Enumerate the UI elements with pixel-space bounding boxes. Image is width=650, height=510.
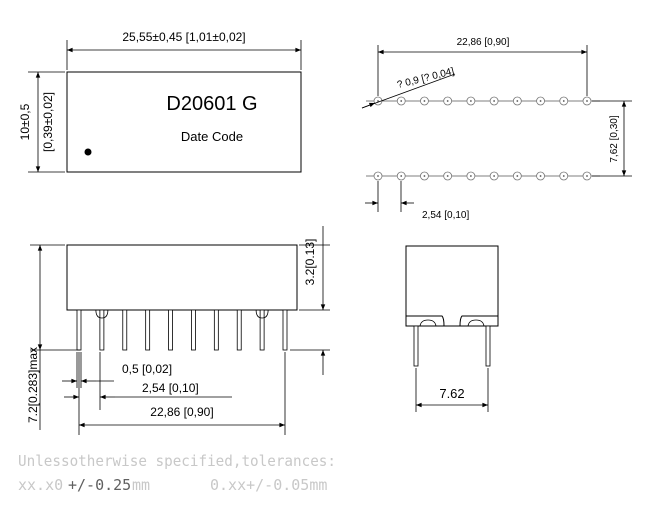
row-spacing-dimension-label: 7,62 [0,30] (609, 115, 620, 162)
side-span-label: 22,86 [0,90] (150, 405, 213, 419)
pin-hole-center (400, 175, 403, 177)
tolerance-note-line2a: xx.x0 (18, 476, 63, 494)
pitch-dimension-label: 2,54 [0,10] (422, 210, 469, 221)
side-pin (145, 309, 151, 351)
pin-hole-center (469, 175, 472, 177)
side-view: 3.2[0.13] 7.2[0.283]max 0,5 [0,02] 2,54 … (26, 226, 330, 435)
pin-width-label: 0,5 [0,02] (122, 362, 172, 376)
pin-hole-center (469, 100, 472, 102)
side-pin (213, 309, 219, 351)
side-pin-standoff (95, 309, 109, 319)
pin-hole-center (446, 100, 449, 102)
pin-hole-center (562, 175, 565, 177)
end-body-outline (405, 245, 499, 327)
component-body-outline (66, 71, 302, 173)
pin-bend-right (467, 319, 485, 327)
pin1-marker (84, 148, 92, 156)
hole-diameter-label: ? 0,9 [? 0,04] (396, 66, 456, 91)
side-body-outline (66, 244, 298, 311)
side-pin (168, 309, 173, 351)
pin-hole-center (516, 100, 519, 102)
side-pin (99, 309, 105, 351)
pin-hole-center (516, 175, 519, 177)
body-height-label: 3.2[0.13] (303, 239, 317, 286)
pin-hole-center (423, 100, 426, 102)
pin-bend-left (419, 319, 437, 327)
pin-hole-center (446, 175, 449, 177)
side-pitch-label: 2,54 [0,10] (142, 381, 199, 395)
pin-layout-view: 22,86 [0,90] ? 0,9 [? 0,04] 7,62 [0,30] … (361, 37, 632, 221)
top-view: D20601 G Date Code 25,55±0,45 [1,01±0,02… (18, 30, 302, 173)
length-dimension-label: 25,55±0,45 [1,01±0,02] (122, 30, 245, 44)
side-pin (76, 309, 82, 351)
hole-leader-line (361, 73, 456, 109)
end-row-spacing-label: 7.62 (439, 386, 464, 401)
side-pin (122, 309, 128, 351)
end-pin-left (413, 325, 419, 367)
tolerance-note-line1: Unlessotherwise specified,tolerances: (18, 452, 336, 470)
tolerance-note-line2c: mm (132, 476, 150, 494)
part-number-label: D20601 G (166, 93, 257, 115)
pin-hole-center (586, 175, 588, 177)
side-pin (259, 309, 265, 351)
pin-hole-center (586, 100, 588, 102)
end-standoff-right (459, 315, 498, 327)
side-pins (76, 309, 288, 351)
end-standoff-left (406, 315, 445, 327)
overall-height-label: 7.2[0.283]max (26, 347, 40, 423)
height-dimension-label: 10±0,5 (18, 103, 32, 140)
date-code-label: Date Code (181, 129, 243, 144)
pin-hole-center (423, 175, 426, 177)
tolerance-note: Unlessotherwise specified,tolerances: xx… (18, 452, 336, 494)
pin-hole-center (562, 100, 565, 102)
pin-hole-center (377, 175, 379, 177)
pin-hole-center (493, 100, 496, 102)
end-pin-right (485, 325, 491, 367)
tolerance-note-line2d: 0.xx+/-0.05mm (210, 476, 327, 494)
tolerance-note-line2b: +/-0.25 (68, 476, 131, 494)
side-pin (191, 309, 196, 351)
pin-hole-center (400, 100, 403, 102)
pin-hole-center (377, 100, 379, 102)
side-pin (282, 309, 288, 351)
side-pin (236, 309, 242, 351)
hole-leader-arrow (361, 102, 376, 109)
span-dimension-label: 22,86 [0,90] (457, 37, 510, 48)
pin-hole-center (539, 100, 542, 102)
side-pin-standoff (255, 309, 269, 319)
pin-hole-rows (366, 96, 600, 181)
pin-hole-center (493, 175, 496, 177)
end-view: 7.62 (405, 245, 499, 412)
height-dimension-inch-label: [0,39±0,02] (41, 92, 55, 152)
pin-hole-center (539, 175, 542, 177)
